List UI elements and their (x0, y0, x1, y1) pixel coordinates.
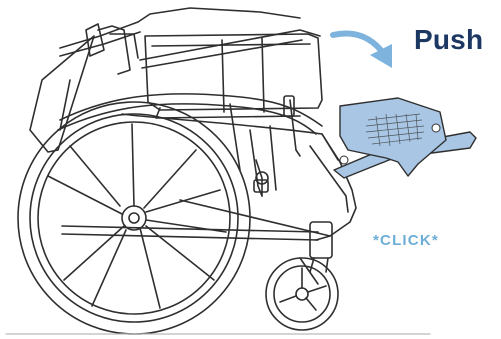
click-label: *CLICK* (373, 232, 439, 249)
brake-lever (254, 160, 268, 196)
seat-panel (145, 34, 322, 118)
rear-wheel (18, 102, 250, 334)
footrest (334, 98, 476, 178)
front-caster (266, 222, 338, 330)
side-frame (58, 94, 356, 240)
curved-down-right-arrow-icon (333, 34, 392, 68)
push-label: Push (414, 24, 483, 56)
